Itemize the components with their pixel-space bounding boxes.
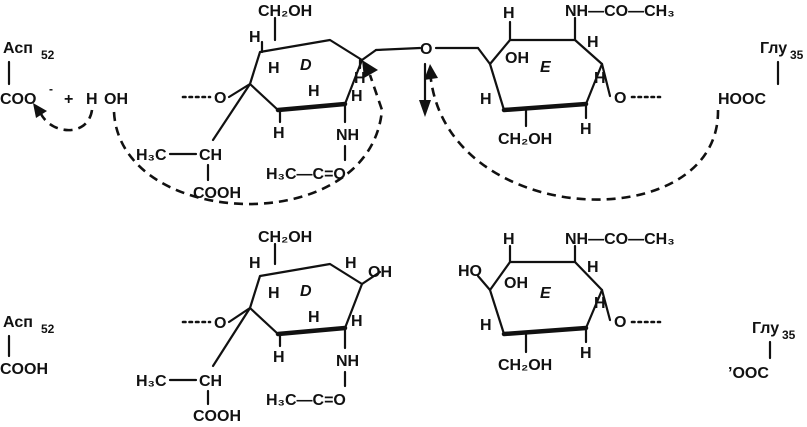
ring-e-front-edge-top [501, 101, 589, 113]
ring-d-lactyl-cooh-bottom: COOH [193, 408, 241, 425]
ring-e-label-bottom: E [540, 285, 552, 302]
ring-d-h3-bottom: H [308, 309, 320, 326]
glu35-number-top: 35 [790, 48, 804, 62]
proton-transfer-arrowhead [33, 103, 47, 118]
ring-d-lactyl-ch3-top: H₃C [136, 147, 167, 164]
glu35-number-bottom: 35 [782, 328, 796, 342]
bridge-oxygen: O [420, 41, 432, 58]
ring-d-front-edge-bottom [275, 325, 348, 337]
ring-e-h4-bottom: H [580, 345, 592, 362]
glu35-label-top: Глу [760, 40, 787, 57]
ring-e-h3-bottom: H [594, 295, 606, 312]
ring-d-oh-bond-bottom [360, 270, 382, 286]
asp52-label-top: Асп [3, 40, 33, 57]
ring-d-h6-top: H [354, 70, 366, 87]
glu35-carboxylate-bottom: ’OOC [728, 365, 769, 382]
asp52-charge: - [49, 82, 53, 96]
bond-cleavage-arrowhead [419, 100, 431, 117]
ring-e-o-bond-bottom [600, 288, 612, 322]
ring-d-lactyl-ch-top: CH [199, 147, 222, 164]
hydroxyl-attack-arrow [112, 74, 384, 206]
proton-donation-arrow [428, 69, 720, 201]
glu35-carboxyl-top: HOOC [718, 91, 766, 108]
ring-d-oh-bottom: OH [368, 264, 392, 281]
bridge-bond-left [374, 46, 422, 52]
ring-d-ch2oh-bottom: CH₂OH [258, 229, 312, 246]
ring-e-nh-acetyl-bottom: NH—CO—CH₃ [565, 231, 675, 248]
asp52-label-bottom: Асп [3, 314, 33, 331]
ring-e-ho-bond-bottom [476, 274, 492, 292]
ring-e-h-low2-top: H [580, 121, 592, 138]
ring-d-nh-top: NH [336, 127, 359, 144]
water-oh: OH [104, 91, 128, 108]
ring-d-ch2oh-top: CH₂OH [258, 3, 312, 20]
ring-e-o-right-bottom: O [614, 314, 626, 331]
ring-d-label-top: D [300, 57, 312, 74]
ring-d-h5-bottom: H [273, 349, 285, 366]
ring-d-h4-top: H [351, 88, 363, 105]
ring-e-label-top: E [540, 59, 552, 76]
glu35-label-bottom: Глу [752, 320, 779, 337]
ring-d-h4-bottom: H [351, 313, 363, 330]
asp52-number-bottom: 52 [41, 322, 55, 336]
ring-e-h-top: H [503, 5, 515, 22]
ring-d-o-bond-top [227, 82, 252, 99]
ring-e-oh-top: OH [505, 50, 529, 67]
plus-sign: + [64, 91, 73, 108]
ring-d-lactyl-bond-bottom [211, 306, 252, 368]
ring-e-oh-bottom: OH [504, 275, 528, 292]
ring-d-h2-top: H [268, 60, 280, 77]
ring-d-h1-top: H [249, 29, 261, 46]
ring-d-label-bottom: D [300, 283, 312, 300]
proton-transfer-arrow [38, 109, 94, 132]
asp52-carboxylate: COO [0, 91, 36, 108]
ring-d-lactyl-ch3-bottom: H₃C [136, 373, 167, 390]
ring-e-h-right-top: H [587, 34, 599, 51]
ring-e-o-bond-top [600, 62, 612, 98]
ring-d-h2-bottom: H [268, 285, 280, 302]
water-h: H [86, 91, 98, 108]
ring-d-h1-bottom: H [249, 255, 261, 272]
ring-d-acetyl-bottom: H₃C—C=O [266, 392, 346, 409]
ring-e-h1-bottom: H [587, 259, 599, 276]
bridge-bond-d [360, 48, 378, 62]
ring-d-lactyl-bond-top [211, 82, 252, 142]
ring-e-h-top-bottom: H [503, 231, 515, 248]
ring-e-o-right-top: O [614, 90, 626, 107]
ring-d-h3-top: H [308, 83, 320, 100]
ring-d-h6-bottom: H [345, 255, 357, 272]
ring-d-nh-bottom: NH [336, 353, 359, 370]
asp52-carboxyl-bottom: COOH [0, 361, 48, 378]
ring-d-lactyl-ch-bottom: CH [199, 373, 222, 390]
ring-e-ch2oh-top: CH₂OH [498, 131, 552, 148]
ring-d-lactyl-cooh-top: COOH [193, 185, 241, 202]
ring-d-o-bond-bottom [227, 306, 252, 324]
ring-d-o-left-bottom: O [214, 315, 226, 332]
hydroxyl-attack-arrowhead [362, 60, 378, 78]
ring-e-h-left-top: H [480, 91, 492, 108]
bridge-bond-e [476, 46, 492, 66]
ring-e-ch2oh-bottom: CH₂OH [498, 357, 552, 374]
ring-d-top [248, 38, 364, 112]
ring-e-h2-bottom: H [480, 317, 492, 334]
ring-d-front-edge-top [275, 101, 348, 113]
ring-e-h-low1-top: H [594, 70, 606, 87]
ring-d-h5-top: H [273, 125, 285, 142]
ring-e-nh-acetyl-top: NH—CO—CH₃ [565, 3, 675, 20]
ring-d-o-left-top: O [214, 90, 226, 107]
ring-d-acetyl-top: H₃C—C=O [266, 166, 346, 183]
ring-e-front-edge-bottom [501, 325, 589, 337]
proton-donation-arrowhead [424, 64, 438, 80]
asp52-number-top: 52 [41, 48, 55, 62]
ring-e-ho-bottom: HO [458, 263, 482, 280]
